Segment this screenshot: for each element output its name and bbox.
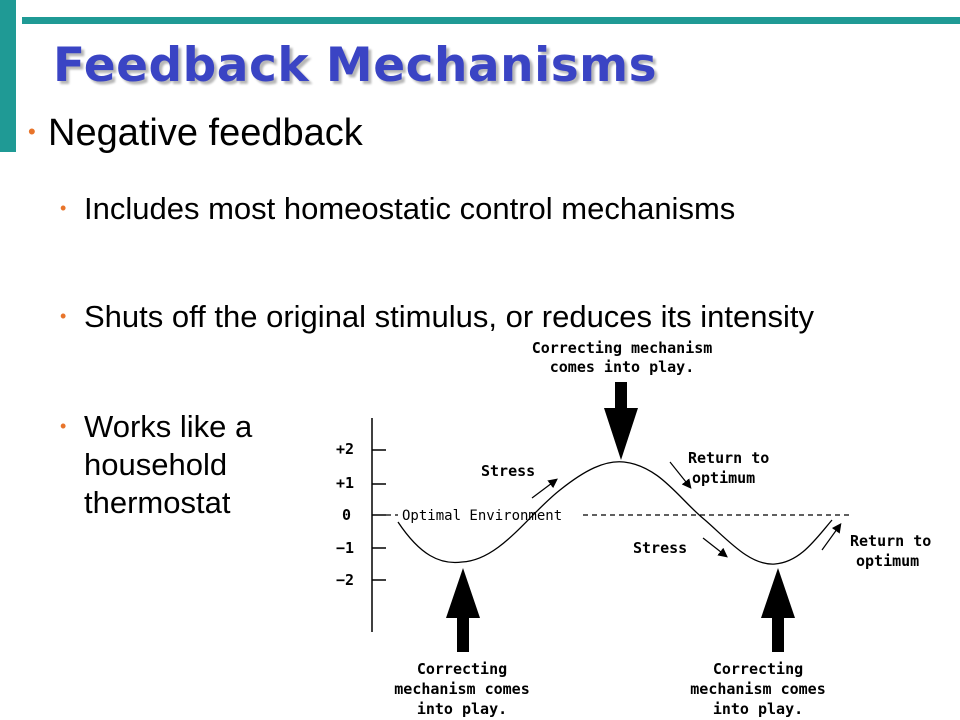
return-label-line2: optimum [692, 469, 755, 487]
correcting-top-line2: comes into play. [550, 358, 695, 376]
slide-title: Feedback Mechanisms [53, 38, 658, 93]
bullet-dot-icon: • [28, 119, 36, 144]
stress-arrow-icon [702, 537, 728, 558]
main-bullet-text: Negative feedback [48, 112, 363, 154]
y-tick-label: +1 [336, 474, 354, 492]
sub-bullet: • Shuts off the original stimulus, or re… [60, 298, 824, 336]
correcting-left-line2: mechanism comes [394, 680, 529, 698]
correcting-right-line1: Correcting [713, 660, 803, 678]
correcting-top-line1: Correcting mechanism [532, 339, 713, 357]
feedback-curve [397, 461, 833, 565]
y-ticks [372, 449, 386, 581]
y-tick-label: 0 [342, 506, 351, 524]
stress-label: Stress [633, 539, 687, 557]
correcting-right-line3: into play. [713, 700, 803, 718]
sub-bullet-text: Shuts off the original stimulus, or redu… [84, 299, 814, 334]
up-arrow-icon [446, 568, 480, 652]
bullet-dot-icon: • [60, 198, 67, 218]
return-arrow-icon [821, 523, 842, 551]
stress-arrow-icon [531, 478, 558, 499]
sub-bullet-text: Includes most homeostatic control mechan… [84, 191, 736, 226]
bullet-dot-icon: • [60, 416, 67, 436]
return-label-line2: optimum [856, 552, 919, 570]
sub-bullet: • Includes most homeostatic control mech… [60, 190, 824, 228]
baseline-label: Optimal Environment [402, 508, 562, 524]
sub-bullet: • Works like a household thermostat [60, 408, 314, 522]
accent-vertical-bar [0, 0, 16, 152]
accent-horizontal-bar [22, 17, 960, 24]
correcting-left-line3: into play. [417, 700, 507, 718]
main-bullet: • Negative feedback [28, 112, 363, 155]
bullet-dot-icon: • [60, 306, 67, 326]
y-tick-label: −1 [336, 539, 354, 557]
sub-bullet-text: Works like a household thermostat [84, 409, 253, 520]
y-tick-label: −2 [336, 571, 354, 589]
down-arrow-icon [604, 382, 638, 460]
return-label-line1: Return to [850, 532, 931, 550]
return-arrow-icon [669, 461, 692, 489]
return-label-line1: Return to [688, 449, 769, 467]
correcting-right-line2: mechanism comes [690, 680, 825, 698]
stress-label: Stress [481, 462, 535, 480]
correcting-left-line1: Correcting [417, 660, 507, 678]
y-tick-label: +2 [336, 440, 354, 458]
up-arrow-icon [761, 568, 795, 652]
